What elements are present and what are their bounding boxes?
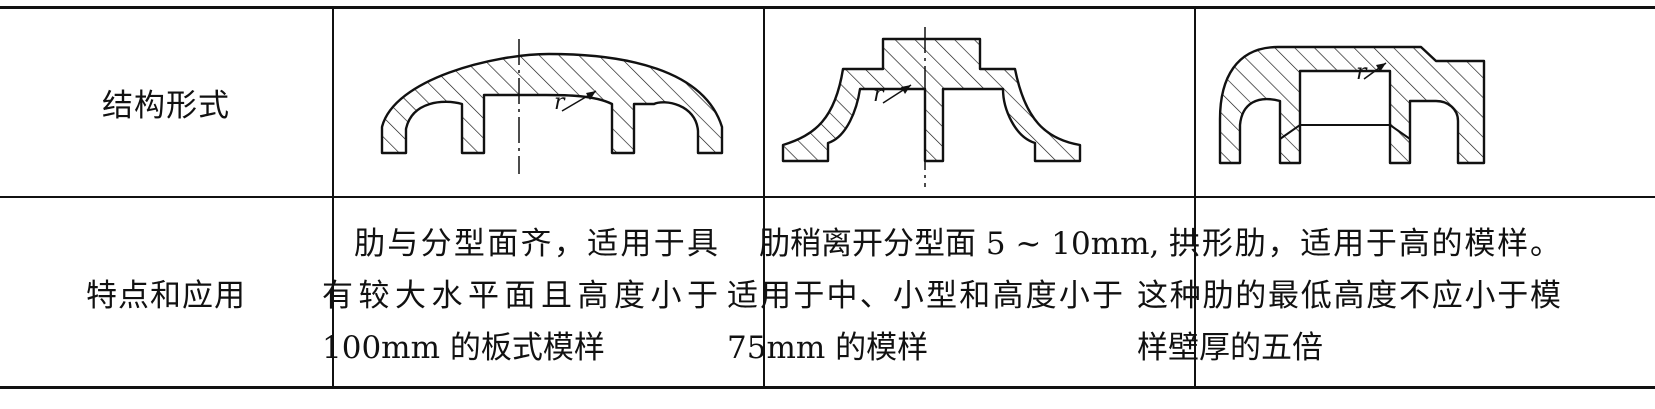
description-line: 肋稍离开分型面 5 ~ 10mm, (759, 226, 1160, 262)
column-divider-1 (332, 8, 334, 388)
description-line: 肋与分型面齐，适用于具 (354, 226, 718, 262)
radius-label: r (873, 82, 885, 107)
pattern-section-hatched (781, 37, 1082, 163)
arched-rib-pattern-figure: r (1218, 45, 1486, 165)
description-line: 有较大水平面且高度小于 (322, 278, 718, 314)
description-line: 拱形肋，适用于高的模样。 (1169, 226, 1561, 262)
description-offset-rib: 肋稍离开分型面 5 ~ 10mm, 适用于中、小型和高度小于 75mm 的模样 (727, 218, 1160, 374)
description-line: 这种肋的最低高度不应小于模 (1137, 278, 1561, 314)
column-divider-3 (1194, 8, 1196, 388)
description-line: 适用于中、小型和高度小于 (727, 278, 1123, 314)
description-arched-rib: 拱形肋，适用于高的模样。 这种肋的最低高度不应小于模 样壁厚的五倍 (1137, 218, 1561, 374)
arched-section-hatched (1218, 45, 1486, 165)
offset-rib-pattern-figure: r (781, 27, 1082, 187)
description-line: 样壁厚的五倍 (1137, 330, 1323, 366)
flush-rib-plate-figure: r (380, 39, 724, 174)
description-flush-rib: 肋与分型面齐，适用于具 有较大水平面且高度小于 100mm 的板式模样 (322, 218, 718, 374)
bottom-rule (0, 386, 1655, 389)
radius-label: r (554, 90, 566, 115)
description-line: 75mm 的模样 (727, 330, 929, 366)
plate-section-hatched (380, 52, 724, 155)
description-line: 100mm 的板式模样 (322, 330, 605, 366)
radius-label: r (1356, 60, 1368, 85)
top-rule (0, 6, 1655, 9)
arch-rib-outline (1279, 124, 1411, 140)
column-divider-2 (763, 8, 765, 388)
structure-form-label: 结构形式 (102, 87, 230, 124)
features-application-label: 特点和应用 (86, 277, 246, 314)
middle-rule (0, 196, 1655, 198)
